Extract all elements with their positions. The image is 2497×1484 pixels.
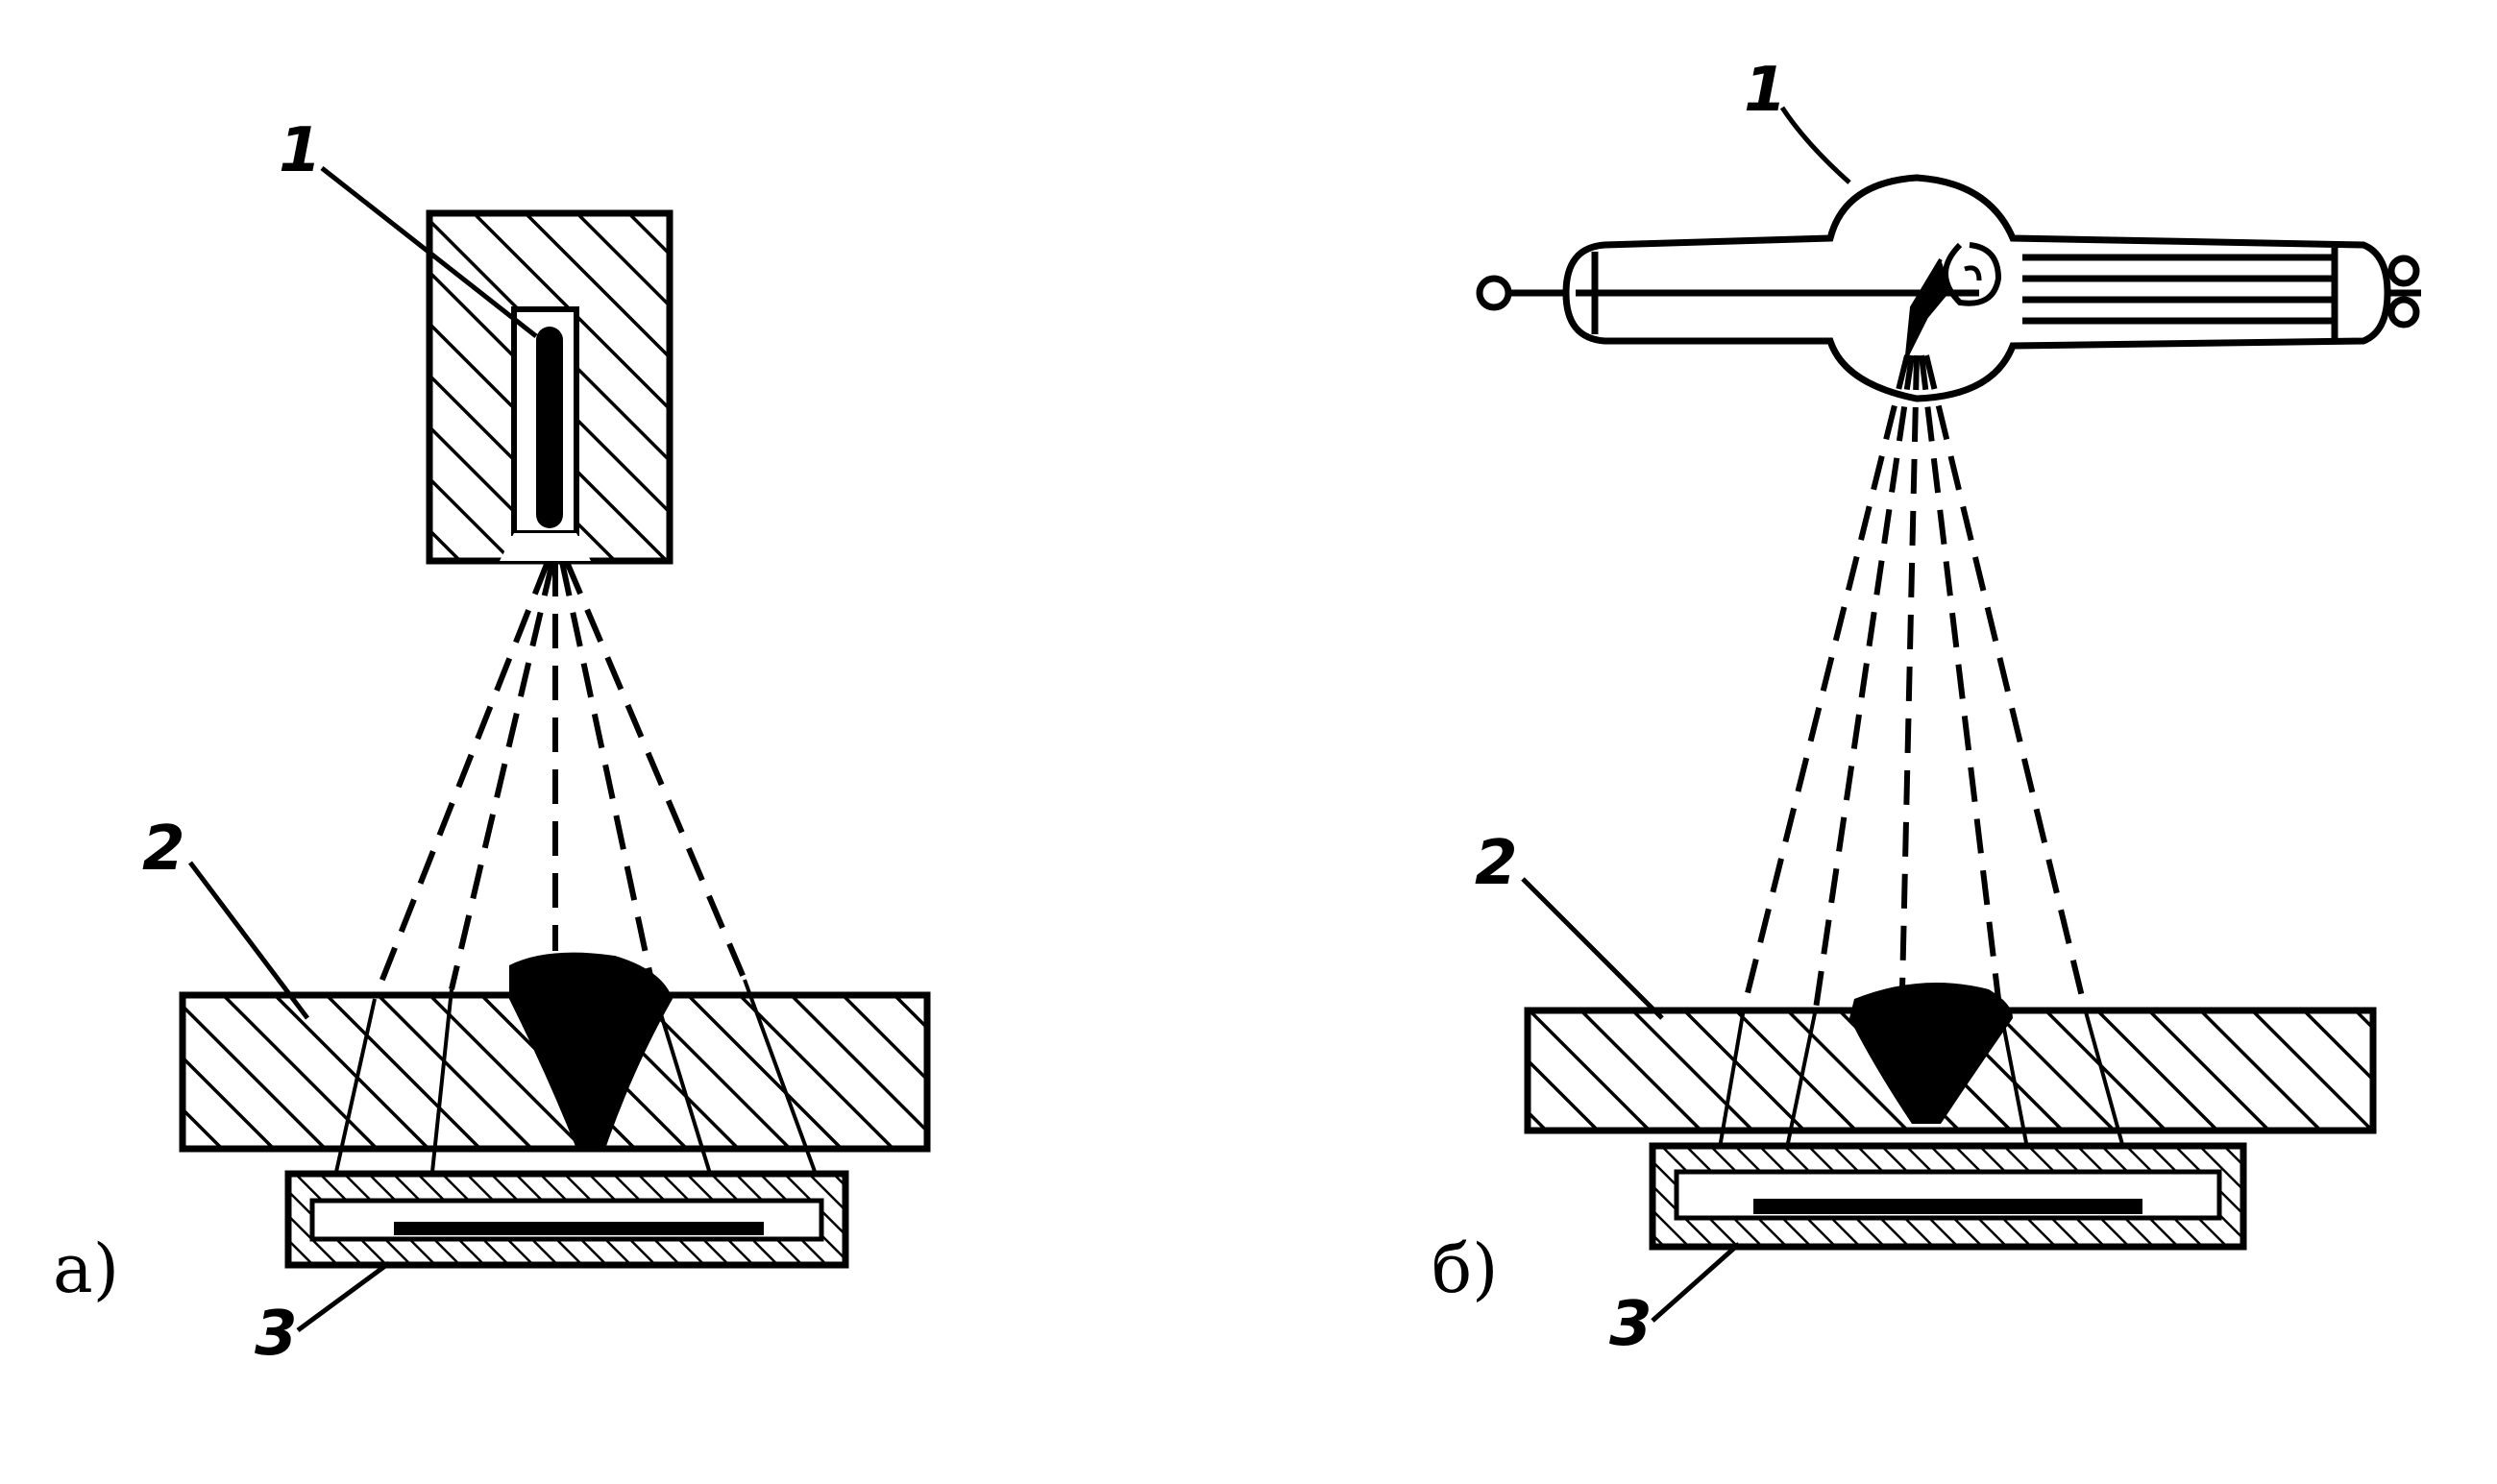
film-b (1753, 1199, 2142, 1214)
panel-a: 1 2 3 а) (53, 115, 931, 1370)
film-cassette-a (284, 1170, 849, 1269)
panel-b: 1 2 3 б) (1432, 55, 2421, 1360)
panel-caption-a: а) (53, 1229, 119, 1308)
weld-seam-b (1849, 982, 2013, 1124)
label-1-b: 1 (1744, 55, 1787, 126)
film-a (394, 1222, 764, 1235)
radiation-beam-a (372, 560, 747, 1001)
label-3-a: 3 (255, 1299, 298, 1370)
weld-specimen-b (1524, 982, 2377, 1134)
isotope-container (426, 209, 673, 565)
film-cassette-b (1649, 1142, 2247, 1251)
radiation-beam-b (1741, 354, 2088, 1010)
label-3-b: 3 (1609, 1289, 1652, 1360)
isotope-source (536, 327, 563, 528)
xray-tube (1476, 174, 2421, 402)
label-2-b: 2 (1475, 828, 1518, 899)
panel-caption-b: б) (1432, 1229, 1498, 1308)
weld-specimen-a (179, 952, 931, 1153)
label-1-a: 1 (279, 115, 322, 186)
label-2-a: 2 (142, 814, 185, 885)
weld-seam-a (509, 952, 673, 1149)
